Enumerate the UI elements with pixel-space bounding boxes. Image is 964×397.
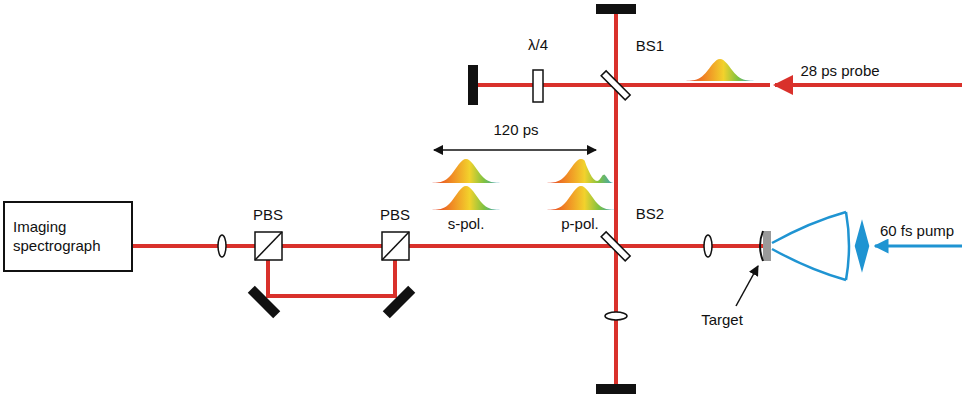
optic bbox=[218, 70, 712, 320]
optic-label: BS2 bbox=[636, 206, 664, 223]
target bbox=[760, 231, 771, 261]
delay-label: 120 ps bbox=[493, 122, 538, 139]
delay-arrow bbox=[434, 149, 596, 151]
pulse-spectrum bbox=[430, 159, 502, 183]
polarization-label: p-pol. bbox=[561, 216, 599, 233]
beam-label: 60 fs pump bbox=[880, 223, 954, 240]
pulse-spectrum bbox=[545, 186, 617, 210]
instrument-box: Imaging spectrograph bbox=[3, 201, 133, 272]
waveplate-label: λ/4 bbox=[528, 37, 548, 54]
optic-label: PBS bbox=[253, 207, 283, 224]
pulse-spectrum bbox=[545, 159, 617, 183]
laser-beam bbox=[133, 12, 962, 384]
polarization-label: s-pol. bbox=[448, 216, 485, 233]
pulse-spectrum bbox=[430, 186, 502, 210]
leader-arrow bbox=[736, 266, 758, 306]
box-text: Imaging spectrograph bbox=[13, 218, 123, 256]
beam-label: 28 ps probe bbox=[800, 63, 879, 80]
pulse-spectra bbox=[430, 59, 756, 210]
mirror bbox=[248, 4, 636, 394]
pump-beam bbox=[772, 212, 962, 280]
target-label: Target bbox=[701, 312, 743, 329]
optic-label: BS1 bbox=[636, 38, 664, 55]
pulse-spectrum bbox=[684, 59, 756, 81]
optic-label: PBS bbox=[380, 207, 410, 224]
